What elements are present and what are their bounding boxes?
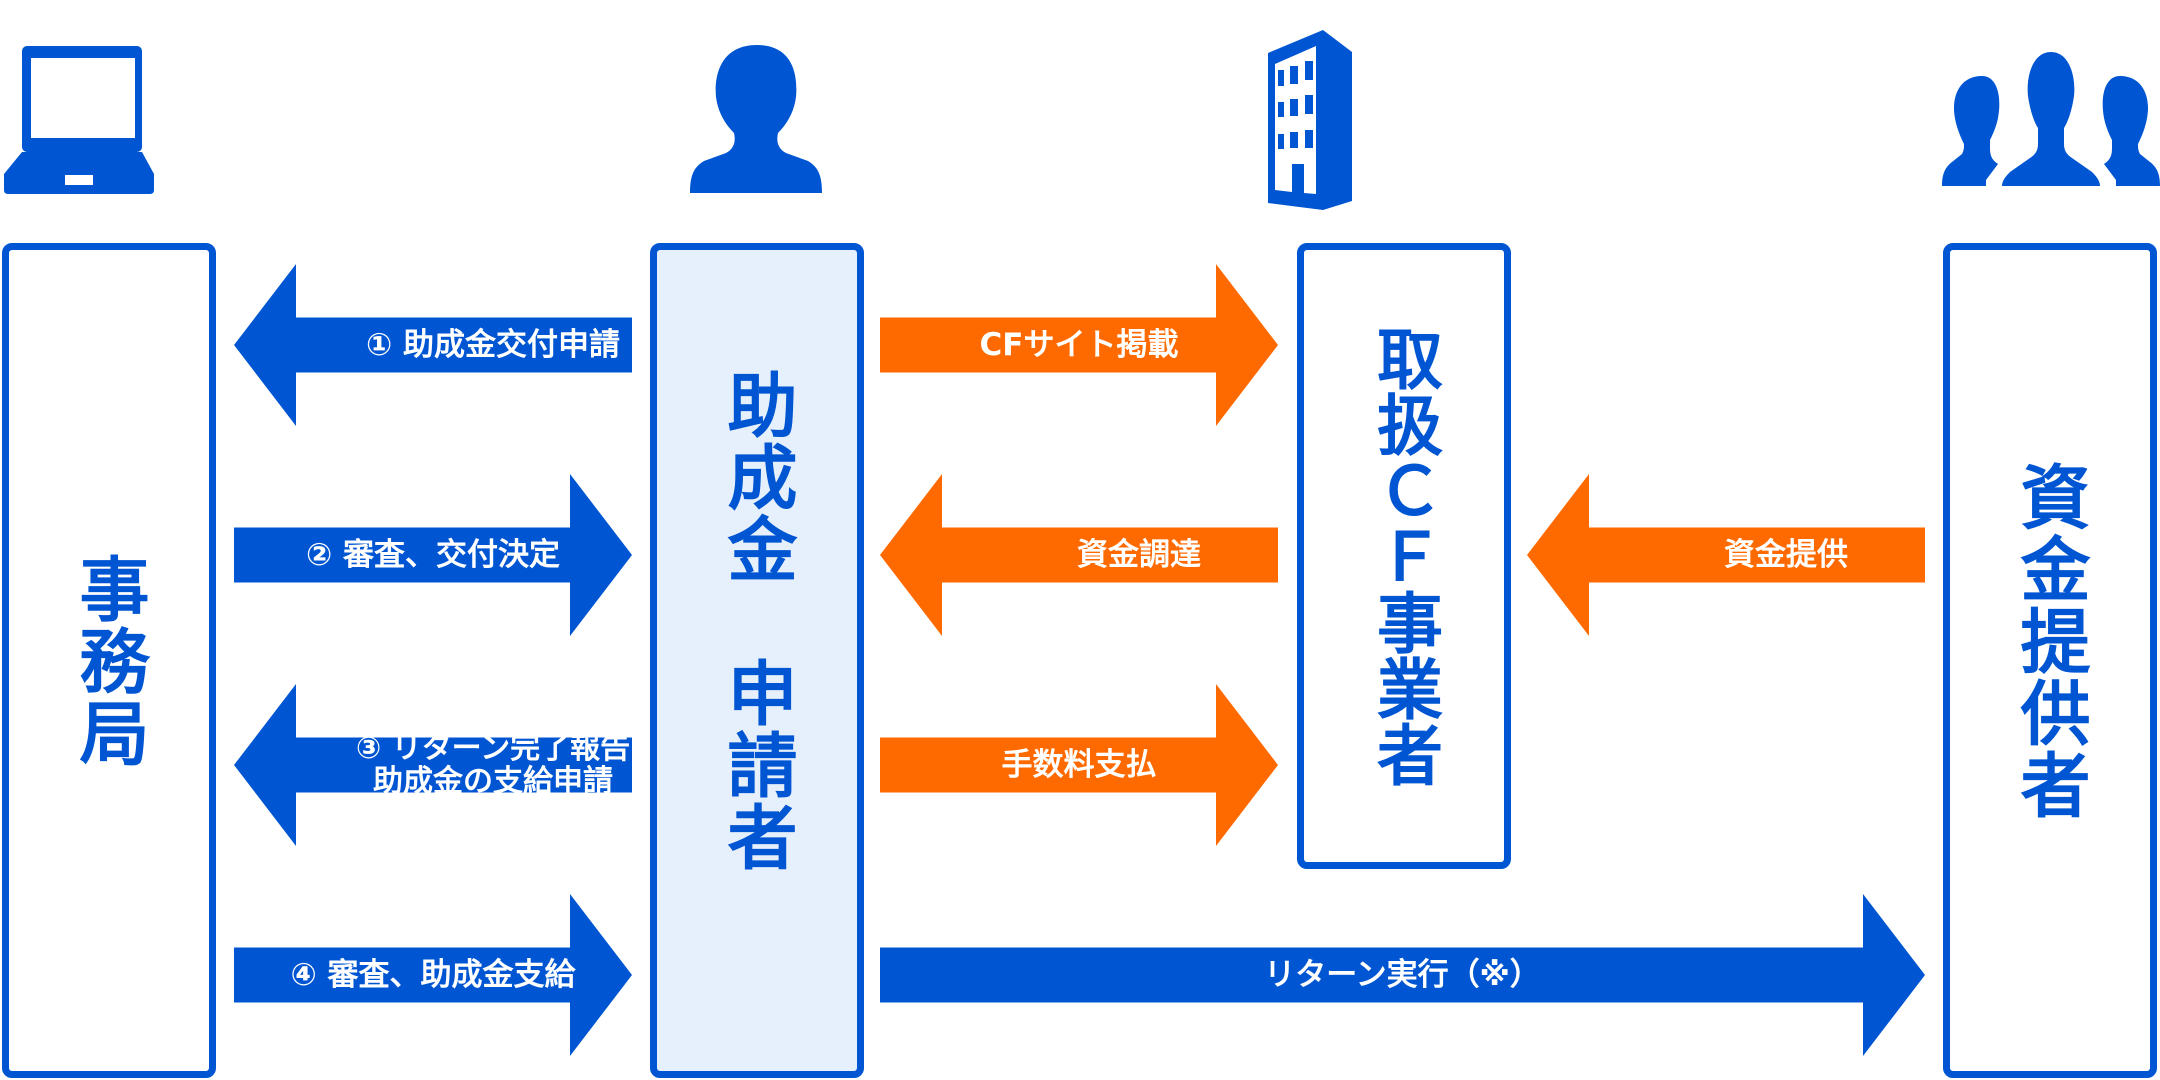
flow-arrow-fee-payment: 手数料支払 [880, 684, 1278, 846]
arrow-shape [880, 474, 1278, 636]
flow-label: ① 助成金交付申請 [365, 326, 621, 363]
secretariat-box: 事務局 [2, 243, 216, 1078]
arrow-right-shape [880, 684, 1278, 846]
arrow-left-shape [880, 474, 1278, 636]
group-icon [1942, 52, 2160, 188]
arrow-right-shape [880, 264, 1278, 426]
building-icon [1268, 30, 1354, 212]
flow-label: 資金調達 [1077, 536, 1201, 573]
flow-arrow-1-grant-application: ① 助成金交付申請 [234, 264, 632, 426]
arrow-shape [880, 894, 1925, 1056]
flow-arrow-cf-listing: CFサイト掲載 [880, 264, 1278, 426]
arrow-shape [1527, 474, 1925, 636]
arrow-shape [880, 684, 1278, 846]
arrow-left-shape [234, 264, 632, 426]
arrow-left-shape [234, 684, 632, 846]
flow-arrow-4-grant-payment: ④ 審査、助成金支給 [234, 894, 632, 1056]
arrow-shape [234, 684, 632, 846]
arrow-shape [880, 264, 1278, 426]
arrow-shape [234, 894, 632, 1056]
applicant-label: 助成金 申請者 [716, 368, 798, 873]
laptop-icon [4, 44, 154, 196]
flow-label: ③ リターン完了報告 助成金の支給申請 [355, 731, 631, 799]
cf-operator-label: 取扱ＣＦ事業者 [1366, 325, 1443, 787]
flow-arrow-2-review-decision: ② 審査、交付決定 [234, 474, 632, 636]
person-icon [690, 45, 824, 195]
flow-label: リターン実行（※） [1264, 956, 1541, 993]
arrow-right-shape [234, 894, 632, 1056]
secretariat-label: 事務局 [68, 552, 150, 769]
flow-label: CFサイト掲載 [979, 326, 1179, 363]
flow-label: ④ 審査、助成金支給 [290, 956, 576, 993]
funders-label: 資金提供者 [2009, 460, 2091, 821]
cf-operator-box: 取扱ＣＦ事業者 [1297, 243, 1511, 869]
flow-label: ② 審査、交付決定 [305, 536, 561, 573]
flow-arrow-fund-provision: 資金提供 [1527, 474, 1925, 636]
flow-label: 手数料支払 [1001, 746, 1157, 783]
arrow-left-shape [1527, 474, 1925, 636]
flow-arrow-3-completion-report: ③ リターン完了報告 助成金の支給申請 [234, 684, 632, 846]
flow-arrow-fund-raising: 資金調達 [880, 474, 1278, 636]
arrow-shape [234, 474, 632, 636]
arrow-right-shape [234, 474, 632, 636]
flow-arrow-return-execution: リターン実行（※） [880, 894, 1925, 1056]
arrow-right-shape [880, 894, 1925, 1056]
funders-box: 資金提供者 [1943, 243, 2157, 1078]
flow-label: 資金提供 [1724, 536, 1848, 573]
arrow-shape [234, 264, 632, 426]
applicant-box: 助成金 申請者 [650, 243, 864, 1078]
